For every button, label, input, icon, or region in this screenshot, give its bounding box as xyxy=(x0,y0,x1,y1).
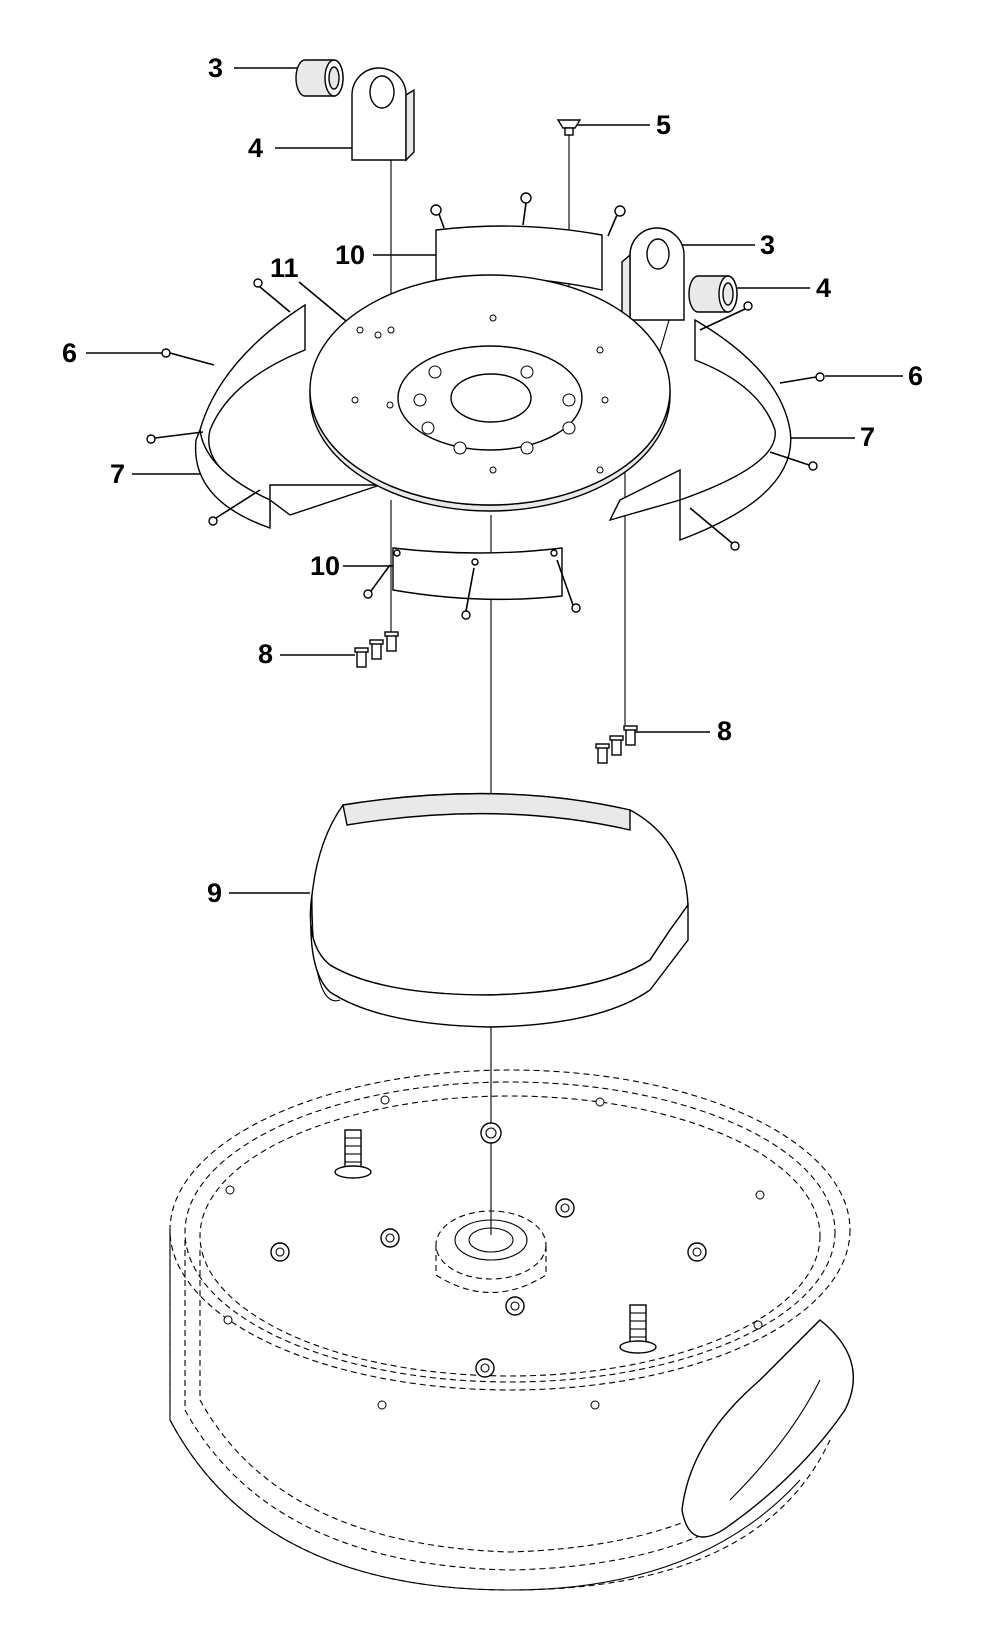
screws-part-6 xyxy=(146,348,825,444)
callout-6-left: 6 xyxy=(62,338,77,368)
callout-10-bottom: 10 xyxy=(310,551,340,581)
callout-5: 5 xyxy=(656,110,671,140)
lug-bracket-top-left xyxy=(351,67,415,162)
callout-10-top: 10 xyxy=(335,240,365,270)
countersunk-screw-part-5 xyxy=(556,119,582,136)
wear-plate-10-bottom xyxy=(363,547,581,620)
guide-band-7-right xyxy=(608,301,818,551)
callout-9: 9 xyxy=(207,878,222,908)
callout-8-right: 8 xyxy=(717,716,732,746)
threaded-studs xyxy=(334,1129,657,1354)
bushing-right xyxy=(688,275,738,313)
callout-4-right: 4 xyxy=(816,273,831,303)
screw-group-top xyxy=(430,192,626,237)
bushing-top-left xyxy=(295,59,344,97)
bolts-part-8-right xyxy=(595,725,638,764)
bolts-part-8-left xyxy=(354,631,399,668)
callout-8-left: 8 xyxy=(258,639,273,669)
base-housing xyxy=(169,1069,854,1591)
callout-11: 11 xyxy=(270,253,299,283)
main-plate-part-11 xyxy=(309,274,671,512)
callout-3-right: 3 xyxy=(760,230,775,260)
base-nuts xyxy=(223,1095,765,1410)
plate-bolt-holes xyxy=(351,314,609,474)
callout-7-right: 7 xyxy=(860,422,875,452)
callout-4-top-left: 4 xyxy=(248,133,263,163)
callout-labels: 3 4 5 10 3 11 4 6 6 7 7 10 8 8 9 xyxy=(62,53,923,908)
guide-band-7-left xyxy=(194,278,381,529)
wear-plate-10-top xyxy=(430,192,626,291)
callout-7-left: 7 xyxy=(110,459,125,489)
callout-6-right: 6 xyxy=(908,361,923,391)
callout-3-top-left: 3 xyxy=(208,53,223,83)
lug-bracket-right xyxy=(621,227,685,328)
drum-ring-part-9 xyxy=(309,792,689,1028)
